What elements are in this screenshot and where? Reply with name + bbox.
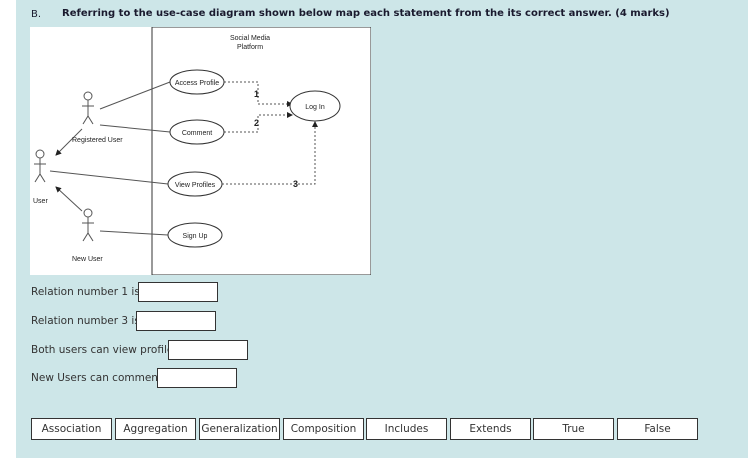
actor-user-label: User — [33, 198, 48, 205]
use-case-access-profile — [169, 69, 225, 95]
actor-new-user-icon — [82, 208, 94, 242]
option-generalization[interactable]: Generalization — [199, 418, 280, 440]
actor-user-icon — [34, 149, 46, 183]
actor-new-user-label: New User — [72, 256, 103, 263]
option-composition[interactable]: Composition — [283, 418, 364, 440]
use-case-sign-up-label: Sign Up — [183, 233, 208, 240]
actor-registered-user-label: Registered User — [72, 137, 123, 144]
association-newuser-signup — [99, 230, 169, 236]
relation-2-label: 2 — [254, 118, 259, 128]
option-includes[interactable]: Includes — [366, 418, 447, 440]
use-case-diagram-svg: Social Media Platform 1 2 3 Access Profi… — [33, 26, 372, 276]
statement-1-label: Relation number 1 is: — [31, 286, 144, 298]
relation-3-path — [222, 121, 318, 185]
option-association[interactable]: Association — [31, 418, 112, 440]
system-title-line2: Platform — [237, 44, 263, 51]
statement-4-label: New Users can comment — [31, 372, 163, 384]
option-false[interactable]: False — [617, 418, 698, 440]
question-number: B. — [31, 9, 42, 20]
system-title-line1: Social Media — [230, 35, 270, 42]
use-case-comment — [169, 119, 225, 145]
use-case-sign-up — [167, 222, 223, 248]
association-registered-comment — [99, 124, 171, 133]
statement-3-label: Both users can view profiles — [31, 344, 179, 356]
use-case-comment-label: Comment — [182, 130, 212, 137]
use-case-log-in — [289, 90, 341, 122]
relation-1-label: 1 — [254, 89, 259, 99]
use-case-view-profiles-label: View Profiles — [175, 182, 216, 189]
generalization-registered-to-user — [55, 128, 83, 156]
option-true[interactable]: True — [533, 418, 614, 440]
statement-2-answer-dropzone[interactable] — [136, 311, 216, 331]
generalization-newuser-to-user — [55, 186, 83, 212]
statement-1-answer-dropzone[interactable] — [138, 282, 218, 302]
actor-registered-user-icon — [82, 91, 94, 125]
statement-3-answer-dropzone[interactable] — [168, 340, 248, 360]
association-user-viewprofiles — [49, 170, 169, 185]
statement-2-label: Relation number 3 is — [31, 315, 140, 327]
use-case-diagram: Social Media Platform 1 2 3 Access Profi… — [30, 26, 372, 276]
use-case-view-profiles — [167, 171, 223, 197]
question-text: Referring to the use-case diagram shown … — [62, 8, 670, 19]
option-aggregation[interactable]: Aggregation — [115, 418, 196, 440]
relation-2-path — [224, 112, 293, 133]
option-extends[interactable]: Extends — [450, 418, 531, 440]
use-case-access-profile-label: Access Profile — [175, 80, 219, 87]
relation-3-label: 3 — [293, 179, 298, 189]
statement-4-answer-dropzone[interactable] — [157, 368, 237, 388]
use-case-log-in-label: Log In — [305, 104, 325, 111]
relation-1-path — [224, 81, 293, 107]
association-registered-access — [99, 81, 171, 110]
